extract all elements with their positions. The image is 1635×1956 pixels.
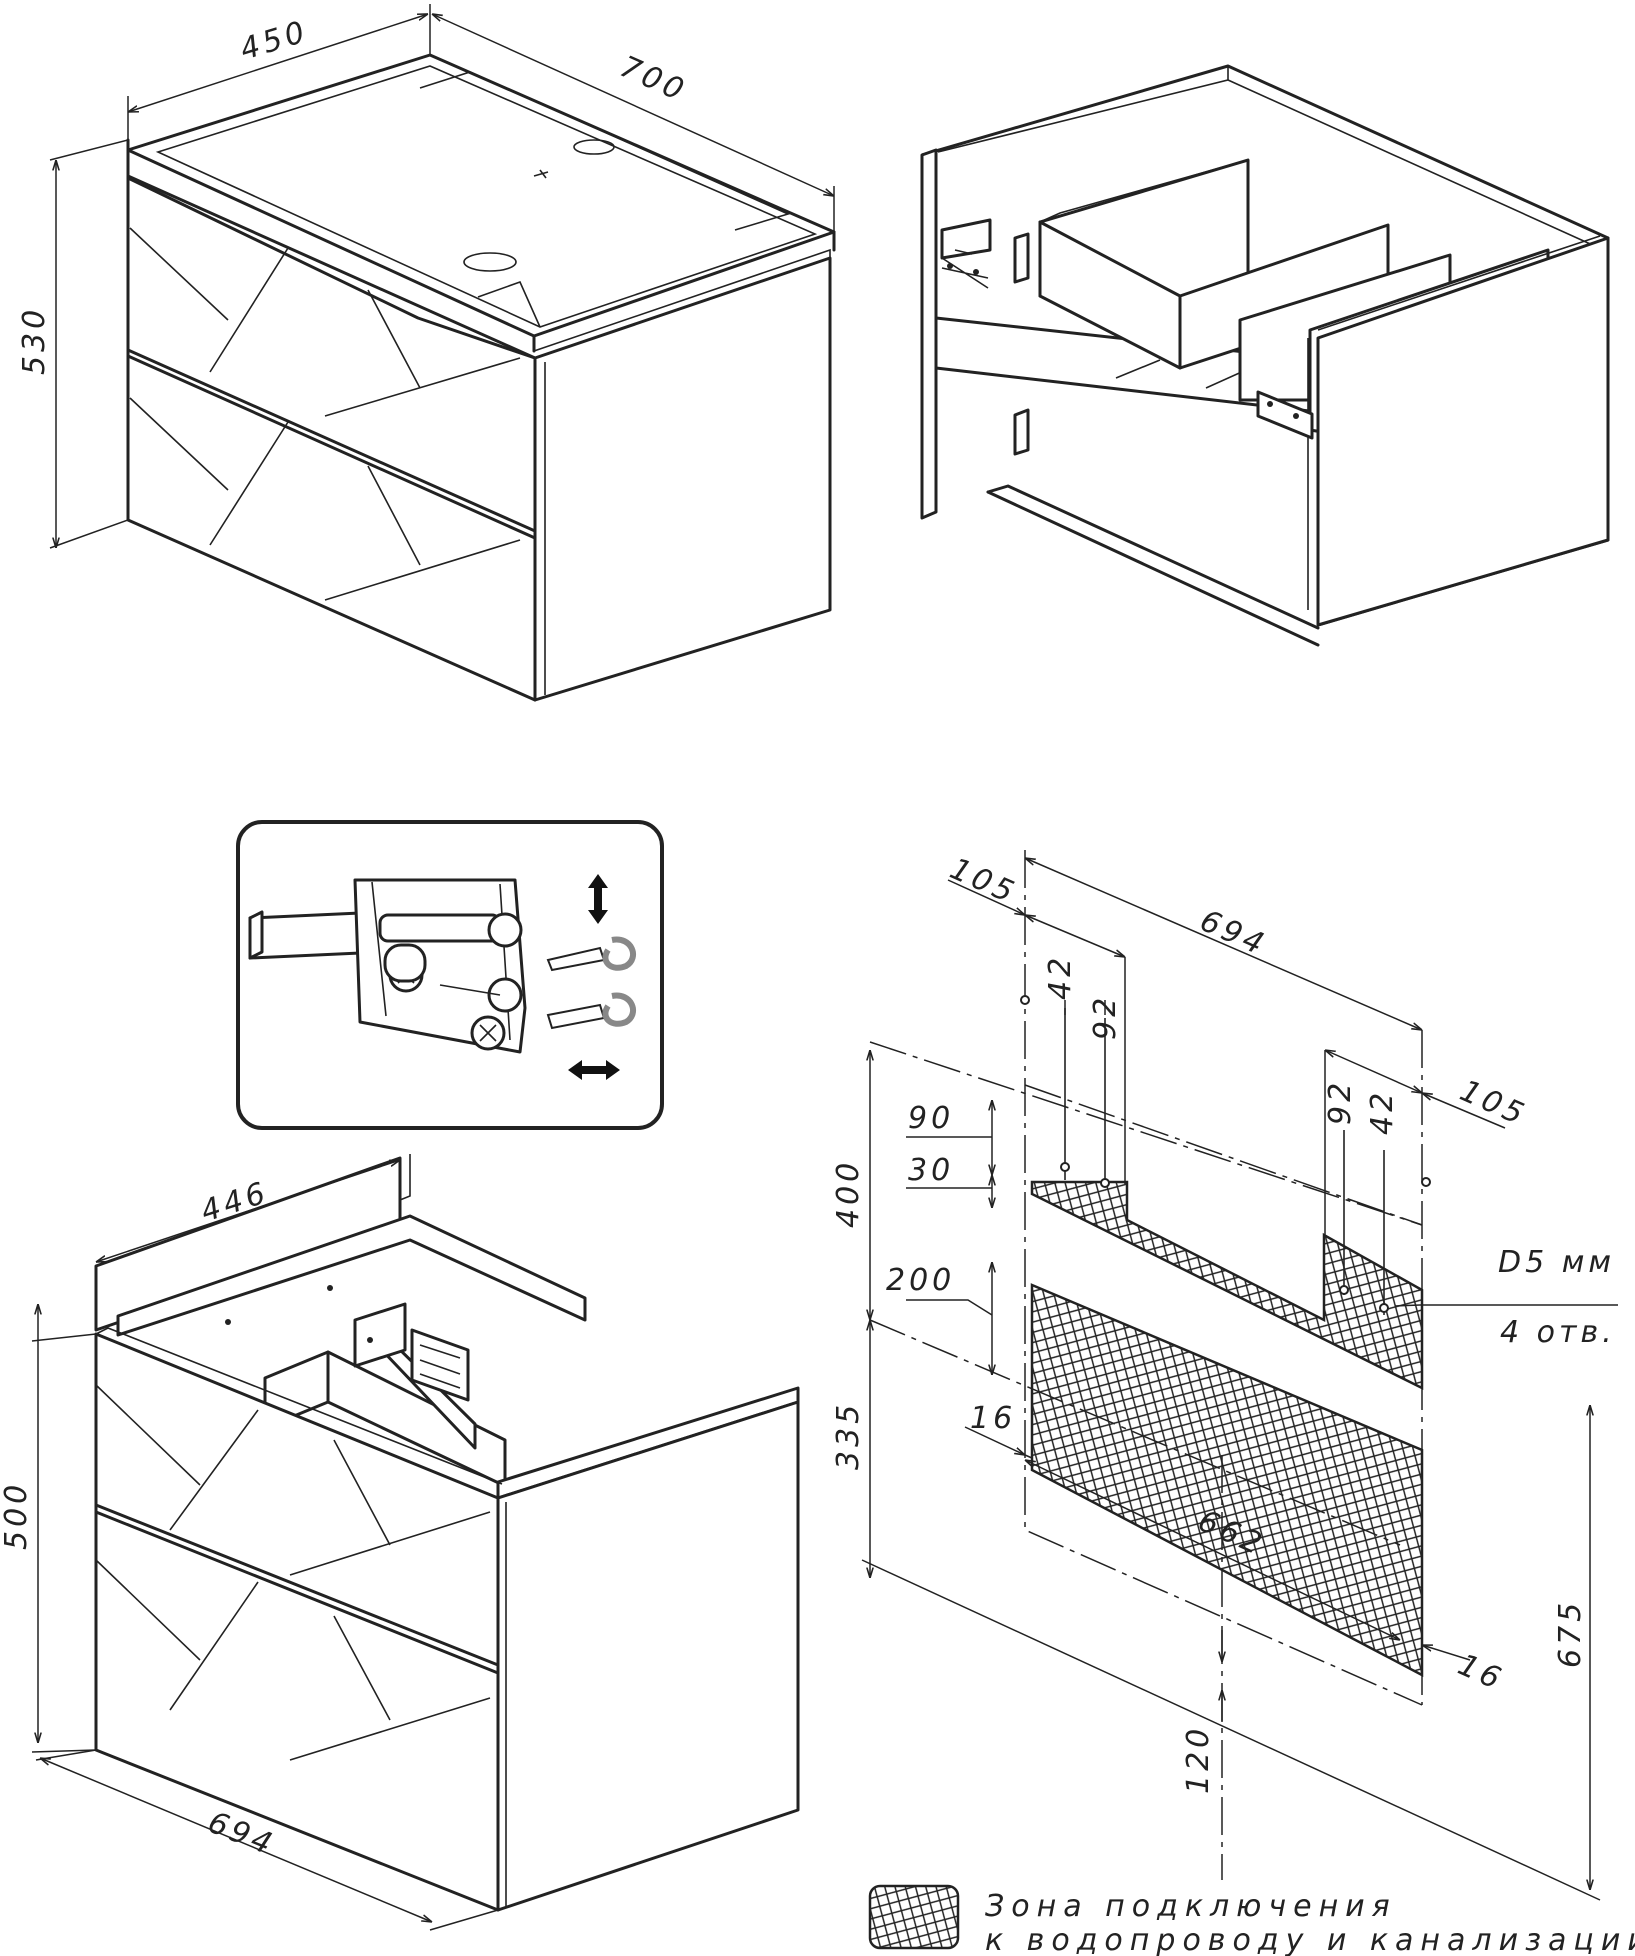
dim-offset-left: 105 [945,851,1023,911]
connection-zone-upper [1030,1180,1424,1391]
dim-335: 335 [831,1401,866,1470]
dim-400: 400 [831,1159,866,1228]
hole-spec-line1: D5 мм [1498,1245,1615,1280]
dim-675: 675 [1553,1599,1588,1668]
dim-hole-42-right: 42 [1365,1089,1400,1135]
dim-120: 120 [1181,1725,1216,1794]
legend: Зона подключения к водопроводу и канализ… [868,1884,1635,1956]
dim-height: 530 [17,306,52,375]
dim-hole-92-right: 92 [1323,1079,1358,1125]
cabinet-open-frame-view [920,64,1610,647]
cabinet-with-basin-view: 450 700 530 [17,4,834,702]
legend-line2: к водопроводу и канализации [985,1923,1635,1956]
hanging-bracket-illustration [248,878,527,1054]
rotate-arrow-icon [602,936,636,1027]
dim-depth: 450 [236,14,312,68]
wall-mounting-scheme: 105 694 42 92 92 42 105 90 30 400 200 33… [831,850,1618,1901]
dim-hole-92-left: 92 [1088,994,1123,1040]
dim-overall-width: 694 [1195,903,1273,963]
legend-hatch-swatch [868,1884,960,1950]
hole-spec-line2: 4 отв. [1500,1315,1616,1350]
legend-line1: Зона подключения [985,1889,1397,1924]
dim-16-left: 16 [970,1401,1016,1436]
dim-16-right: 16 [1453,1647,1509,1698]
up-down-arrow-icon [588,874,608,924]
dim-200: 200 [886,1263,955,1298]
bracket-detail-inset [236,820,664,1130]
cabinet-without-top-view: 446 694 500 [0,1154,800,1931]
dim-90: 90 [908,1101,954,1136]
dim-30: 30 [908,1153,954,1188]
dim-hole-42-left: 42 [1043,954,1078,1000]
dim-offset-right: 105 [1455,1073,1533,1133]
dim-height: 500 [0,1481,34,1550]
left-right-arrow-icon [568,1060,620,1080]
dim-width: 700 [615,49,693,109]
